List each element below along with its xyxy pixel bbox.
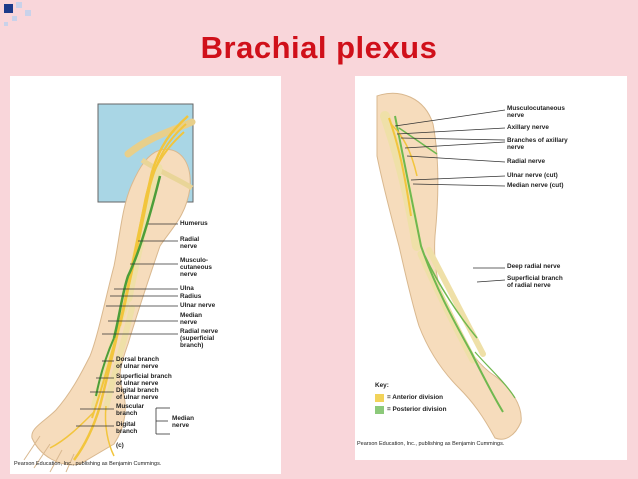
label-superficial-branch-ulnar: Superficial branch of ulnar nerve xyxy=(116,373,172,387)
posterior-division-swatch xyxy=(375,406,384,414)
label-median-nerve-group: Median nerve xyxy=(172,415,195,429)
label-digital-branch-ulnar: Digital branch of ulnar nerve xyxy=(116,387,159,401)
label-ulna: Ulna xyxy=(180,285,194,292)
label-digital-branch: Digital branch xyxy=(116,421,138,435)
right-credit: Pearson Education, Inc., publishing as B… xyxy=(357,441,505,447)
label-radius: Radius xyxy=(180,293,202,300)
right-figure-panel: Musculocutaneous nerve Axillary nerve Br… xyxy=(355,76,627,460)
label-radial-nerve-superficial: Radial nerve (superficial branch) xyxy=(180,328,219,349)
panel-tag: (c) xyxy=(116,442,124,449)
label-dorsal-branch-ulnar: Dorsal branch of ulnar nerve xyxy=(116,356,159,370)
arm-posterior-illustration xyxy=(376,92,522,440)
left-figure-panel: Humerus Radial nerve Musculo- cutaneous … xyxy=(10,76,281,474)
label-musculocutaneous-nerve-r: Musculocutaneous nerve xyxy=(507,105,565,119)
key-anterior-label: = Anterior division xyxy=(387,394,444,401)
label-axillary-nerve: Axillary nerve xyxy=(507,124,549,131)
anterior-division-swatch xyxy=(375,394,384,402)
corner-decoration xyxy=(0,0,60,30)
label-humerus: Humerus xyxy=(180,220,208,227)
label-deep-radial-nerve: Deep radial nerve xyxy=(507,263,561,270)
arm-anterior-illustration xyxy=(23,103,196,473)
label-superficial-branch-radial: Superficial branch of radial nerve xyxy=(507,275,563,289)
left-credit: Pearson Education, Inc., publishing as B… xyxy=(14,461,162,467)
label-branches-axillary-nerve: Branches of axillary nerve xyxy=(507,137,568,151)
label-median-nerve-cut: Median nerve (cut) xyxy=(507,182,564,189)
label-ulnar-nerve-cut: Ulnar nerve (cut) xyxy=(507,172,558,179)
slide-title: Brachial plexus xyxy=(200,30,438,65)
label-median-nerve: Median nerve xyxy=(180,312,203,326)
label-radial-nerve: Radial nerve xyxy=(180,236,200,250)
label-musculocutaneous-nerve: Musculo- cutaneous nerve xyxy=(180,257,212,278)
label-ulnar-nerve: Ulnar nerve xyxy=(180,302,216,309)
key-posterior-label: = Posterior division xyxy=(387,406,447,413)
label-muscular-branch: Muscular branch xyxy=(116,403,145,417)
label-radial-nerve-r: Radial nerve xyxy=(507,158,546,165)
key-title: Key: xyxy=(375,382,389,389)
